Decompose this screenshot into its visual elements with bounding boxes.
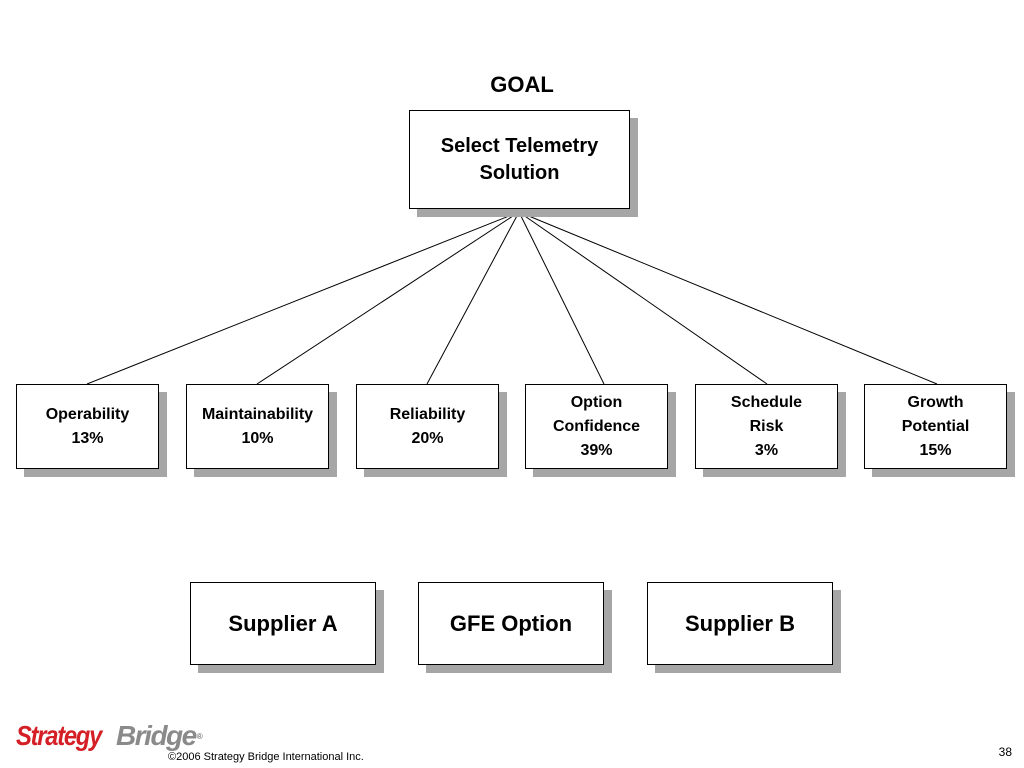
connector-growth-potential bbox=[518, 211, 938, 385]
strategy-bridge-logo: Strategy Bridge® bbox=[16, 711, 203, 761]
connector-maintainability bbox=[256, 211, 520, 385]
criterion-label: Operability 13% bbox=[45, 405, 130, 447]
criterion-option-confidence: Option Confidence 39% bbox=[525, 384, 668, 469]
criterion-label: Schedule Risk 3% bbox=[730, 393, 803, 459]
connector-reliability bbox=[426, 211, 520, 385]
alternative-label: Supplier A bbox=[228, 610, 338, 636]
criterion-label: Growth Potential 15% bbox=[901, 393, 970, 459]
logo-text-strategy: Strategy bbox=[16, 720, 102, 751]
criterion-schedule-risk: Schedule Risk 3% bbox=[695, 384, 838, 469]
criterion-growth-potential: Growth Potential 15% bbox=[864, 384, 1007, 469]
registered-mark: ® bbox=[196, 731, 203, 741]
alternative-gfe-option: GFE Option bbox=[418, 582, 604, 665]
criterion-label: Option Confidence 39% bbox=[552, 393, 641, 459]
connector-operability bbox=[86, 211, 520, 385]
logo-text-bridge: Bridge bbox=[116, 720, 197, 751]
copyright-text: ©2006 Strategy Bridge International Inc. bbox=[168, 751, 364, 763]
criterion-label: Maintainability 10% bbox=[201, 405, 314, 447]
alternative-supplier-b: Supplier B bbox=[647, 582, 833, 665]
goal-heading: GOAL bbox=[490, 72, 554, 97]
criterion-maintainability: Maintainability 10% bbox=[186, 384, 329, 469]
criterion-reliability: Reliability 20% bbox=[356, 384, 499, 469]
page-number: 38 bbox=[998, 745, 1012, 759]
alternative-label: Supplier B bbox=[684, 610, 795, 636]
goal-box: Select Telemetry Solution bbox=[409, 110, 630, 209]
connector-schedule-risk bbox=[518, 211, 768, 385]
criterion-operability: Operability 13% bbox=[16, 384, 159, 469]
criterion-label: Reliability 20% bbox=[389, 405, 466, 447]
connector-option-confidence bbox=[518, 211, 605, 385]
goal-title: Select Telemetry Solution bbox=[440, 134, 599, 184]
alternative-supplier-a: Supplier A bbox=[190, 582, 376, 665]
alternative-label: GFE Option bbox=[449, 610, 573, 636]
